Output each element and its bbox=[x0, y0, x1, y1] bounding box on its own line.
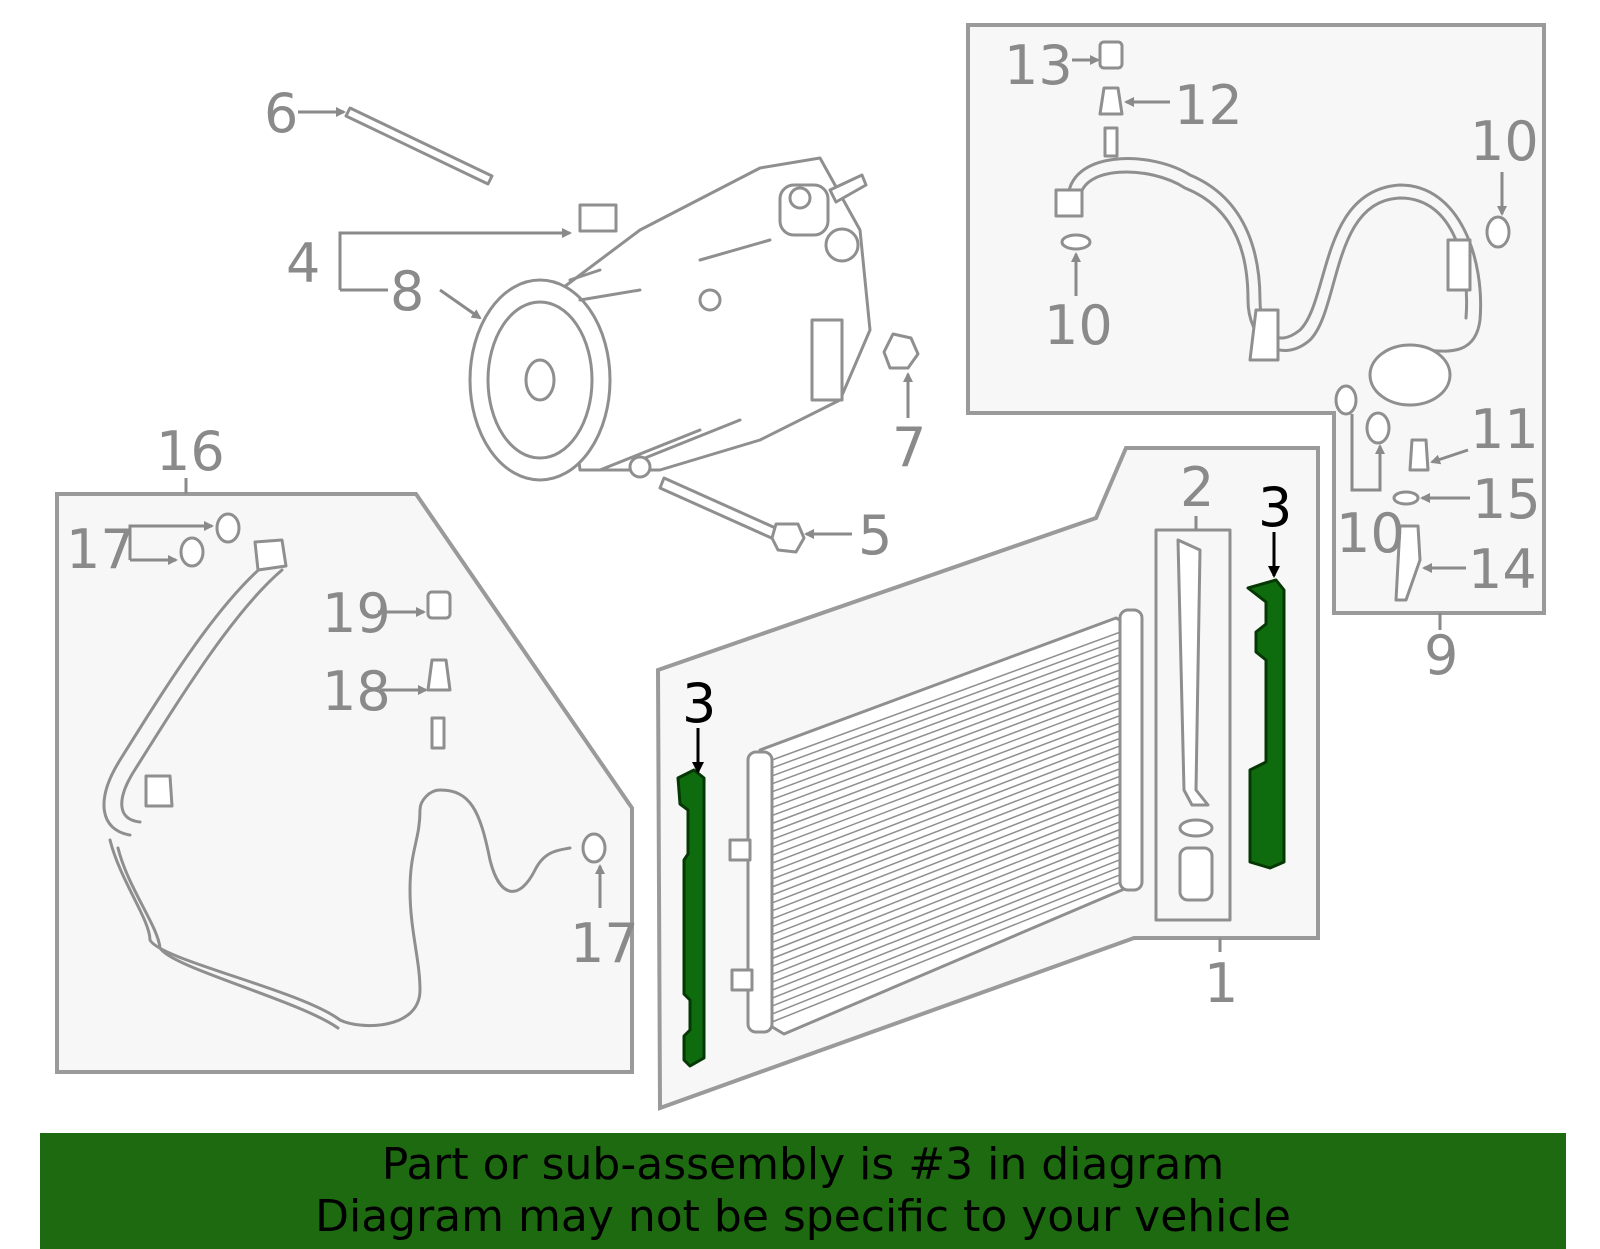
stud-6 bbox=[344, 106, 494, 186]
callout-10-c: 10 bbox=[1336, 502, 1405, 565]
drier-2-drawing bbox=[1154, 528, 1232, 922]
callout-8: 8 bbox=[390, 260, 424, 323]
callout-17-a: 17 bbox=[66, 518, 135, 581]
callout-12: 12 bbox=[1174, 74, 1243, 137]
side-seal-3-right bbox=[1246, 578, 1286, 870]
callout-15: 15 bbox=[1472, 468, 1541, 531]
nut-7 bbox=[882, 332, 920, 370]
callout-3-left: 3 bbox=[682, 672, 716, 735]
callout-10-b: 10 bbox=[1044, 294, 1113, 357]
banner-line-2: Diagram may not be specific to your vehi… bbox=[315, 1191, 1291, 1242]
callout-10-a: 10 bbox=[1470, 110, 1539, 173]
callout-1: 1 bbox=[1204, 952, 1238, 1015]
condenser-drawing bbox=[728, 608, 1144, 1036]
hose-9-drawing bbox=[1054, 40, 1511, 602]
callout-5: 5 bbox=[858, 504, 892, 567]
callout-7: 7 bbox=[892, 416, 926, 479]
callout-13: 13 bbox=[1004, 34, 1073, 97]
callout-4: 4 bbox=[286, 232, 320, 295]
info-banner: Part or sub-assembly is #3 in diagram Di… bbox=[40, 1133, 1566, 1249]
callout-3-right: 3 bbox=[1258, 476, 1292, 539]
callout-2: 2 bbox=[1180, 456, 1214, 519]
callout-16: 16 bbox=[156, 420, 225, 483]
compressor-drawing bbox=[468, 156, 872, 482]
bolt-5 bbox=[658, 476, 806, 554]
banner-line-1: Part or sub-assembly is #3 in diagram bbox=[381, 1139, 1225, 1190]
callout-6: 6 bbox=[264, 82, 298, 145]
callout-9: 9 bbox=[1424, 624, 1458, 687]
side-seal-3-left bbox=[676, 768, 706, 1068]
callout-18: 18 bbox=[322, 660, 391, 723]
callout-17-b: 17 bbox=[570, 912, 639, 975]
callout-11: 11 bbox=[1470, 398, 1539, 461]
callout-19: 19 bbox=[322, 582, 391, 645]
leader-lines bbox=[128, 55, 1507, 952]
hose-assembly-16-panel bbox=[55, 492, 634, 1074]
callout-14: 14 bbox=[1468, 538, 1537, 601]
hose-16-drawing bbox=[102, 512, 607, 1030]
